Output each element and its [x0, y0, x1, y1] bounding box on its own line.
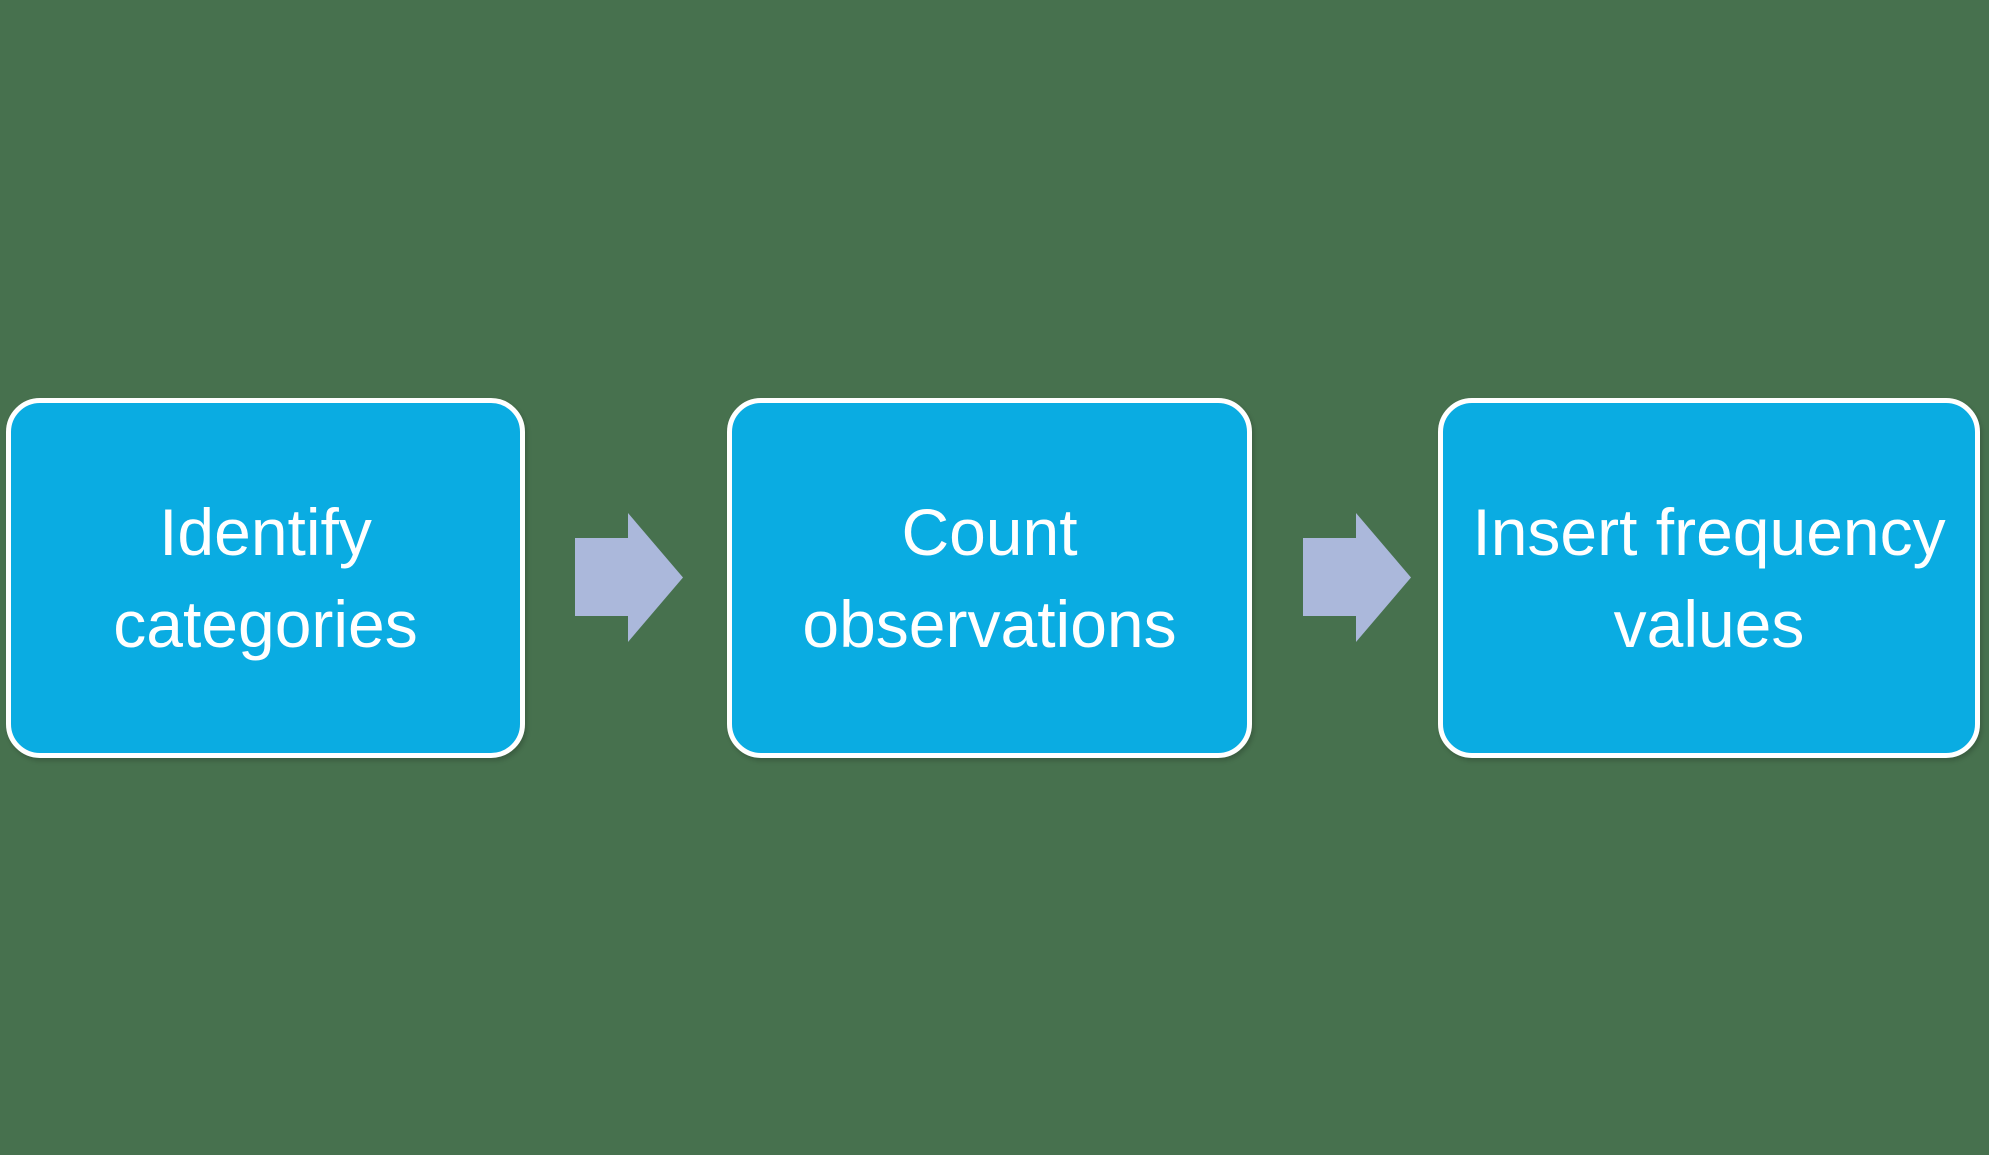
step-label-count-observations: Count observations [802, 495, 1177, 661]
right-arrow-icon [1303, 513, 1411, 642]
step-box-insert-frequency-values: Insert frequency values [1438, 398, 1980, 758]
right-arrow-icon [575, 513, 683, 642]
step-box-count-observations: Count observations [727, 398, 1252, 758]
step-label-identify-categories: Identify categories [113, 495, 418, 661]
step-box-identify-categories: Identify categories [6, 398, 525, 758]
step-label-insert-frequency-values: Insert frequency values [1472, 495, 1946, 661]
